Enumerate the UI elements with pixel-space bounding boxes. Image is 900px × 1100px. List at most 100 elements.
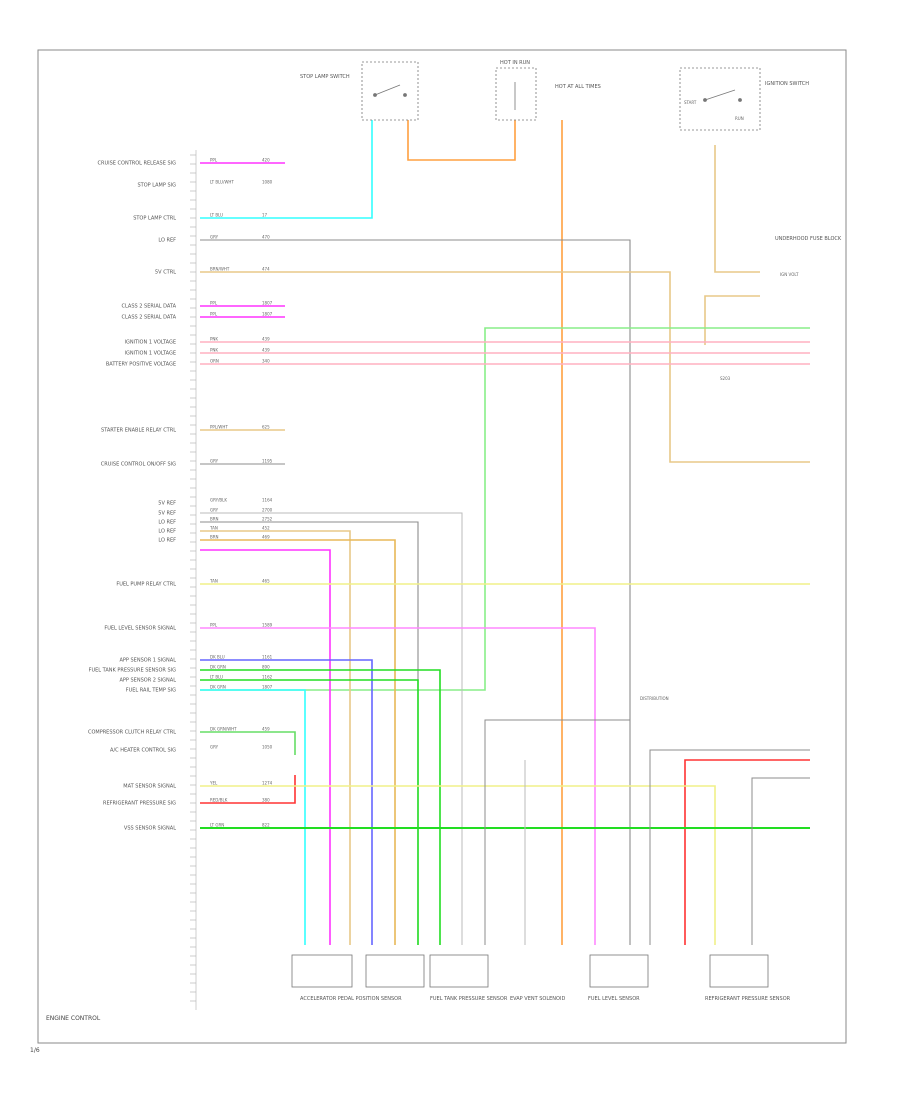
connector-label: CLASS 2 SERIAL DATA — [122, 304, 177, 310]
wire-tan-ign-b — [704, 295, 760, 345]
wire-color-code: BRN/WHT — [210, 267, 230, 272]
wire-color-code: GRY — [210, 235, 219, 240]
wire-color-code: BRN — [210, 517, 219, 522]
start-label: START — [684, 100, 697, 105]
wire-circuit-number: 2752 — [262, 517, 273, 522]
wire-color-code: LT GRN — [210, 823, 224, 828]
wire-color-code: GRY — [210, 459, 219, 464]
wire-red-refrig — [200, 775, 296, 804]
connector-label: VSS SENSOR SIGNAL — [124, 826, 176, 832]
ignition-switch-label: IGNITION SWITCH — [765, 81, 809, 87]
wire-circuit-number: 474 — [262, 267, 270, 272]
wire-cyan-fuel-rail — [200, 689, 306, 945]
connector-label: FUEL PUMP RELAY CTRL — [116, 582, 176, 588]
wire-red-refrig-right — [684, 759, 810, 945]
component-label-app: ACCELERATOR PEDAL POSITION SENSOR — [300, 996, 402, 1002]
wire-circuit-number: 1807 — [262, 685, 273, 690]
wire-color-code: DK GRN — [210, 685, 226, 690]
wire-gray-lo-ref — [200, 239, 631, 945]
wire-yellow-mat — [200, 785, 716, 945]
wire-color-code: PPL — [210, 312, 218, 317]
wire-circuit-number: 465 — [262, 579, 270, 584]
connector-label: STARTER ENABLE RELAY CTRL — [101, 428, 176, 434]
component-label-ftp: FUEL TANK PRESSURE SENSOR — [430, 996, 508, 1002]
wire-color-code: PPL/WHT — [210, 425, 228, 430]
wire-circuit-number: 1807 — [262, 312, 273, 317]
wire-circuit-number: 420 — [262, 158, 270, 163]
hot-at-all-times-label: HOT AT ALL TIMES — [555, 84, 601, 90]
wire-color-code: GRY — [210, 745, 219, 750]
connector-label: REFRIGERANT PRESSURE SIG — [103, 801, 176, 807]
wire-gray-fuel-sensor — [649, 749, 810, 945]
wire-orange-hot-run — [407, 120, 516, 161]
wire-color-code: LT BLU/WHT — [210, 180, 234, 185]
wire-cyan-stop-lamp — [200, 120, 373, 219]
underhood-fuse-label: UNDERHOOD FUSE BLOCK — [775, 236, 842, 242]
wire-gray-evap — [484, 719, 630, 945]
wire-circuit-number: 1080 — [262, 180, 273, 185]
connector-label: 5V REF — [158, 501, 176, 507]
wire-circuit-number: 439 — [262, 348, 270, 353]
wire-circuit-number: 1589 — [262, 623, 273, 628]
connector-label: CRUISE CONTROL ON/OFF SIG — [101, 462, 176, 468]
connector-label: 5V REF — [158, 511, 176, 517]
footer-title: ENGINE CONTROL — [46, 1015, 101, 1022]
connector-label: STOP LAMP CTRL — [133, 216, 176, 222]
wire-color-code: DK GRN — [210, 665, 226, 670]
ftp-sensor-box — [429, 954, 489, 988]
wire-circuit-number: 625 — [262, 425, 270, 430]
wire-color-code: PPL — [210, 158, 218, 163]
wire-violet-loref — [200, 549, 331, 945]
wire-color-code: ORN — [210, 359, 219, 364]
ignition-switch — [679, 67, 761, 131]
connector-label: FUEL RAIL TEMP SIG — [126, 688, 176, 694]
connector-label: STOP LAMP SIG — [137, 183, 176, 189]
wire-circuit-number: 439 — [262, 337, 270, 342]
component-label-refrig: REFRIGERANT PRESSURE SENSOR — [705, 996, 791, 1002]
splice-label: S203 — [720, 376, 731, 381]
wire-color-code: PNK — [210, 348, 218, 353]
connector-label: COMPRESSOR CLUTCH RELAY CTRL — [88, 730, 176, 736]
wire-circuit-number: 822 — [262, 823, 270, 828]
wire-tan-5v — [200, 271, 810, 463]
wire-circuit-number: 890 — [262, 665, 270, 670]
connector-label: FUEL LEVEL SENSOR SIGNAL — [104, 626, 176, 632]
wire-lightgray-5vref — [200, 512, 463, 945]
app-sensor-box-b — [365, 954, 425, 988]
hot-in-run-label: HOT IN RUN — [500, 60, 530, 66]
wire-circuit-number: 452 — [262, 526, 270, 531]
diagram-frame — [37, 49, 847, 1044]
stop-lamp-switch — [361, 61, 419, 121]
wire-gray-5vref-2 — [200, 521, 419, 945]
wire-tan-ign-a — [714, 145, 760, 273]
component-label-evap: EVAP VENT SOLENOID — [510, 996, 565, 1002]
wire-tan-loref — [200, 530, 351, 945]
wire-color-code: PPL — [210, 623, 218, 628]
wire-circuit-number: 1807 — [262, 301, 273, 306]
wire-pink-fuel-level — [200, 627, 596, 945]
wire-circuit-number: 1162 — [262, 675, 273, 680]
wire-green-app2 — [200, 679, 419, 945]
ign-volt-label: IGN VOLT — [780, 272, 799, 277]
wire-color-code: DK GRN/WHT — [210, 727, 237, 732]
wire-runs — [200, 120, 810, 945]
connector-label: LO REF — [158, 538, 176, 544]
wire-circuit-number: 1164 — [262, 498, 273, 503]
wire-color-code: PNK — [210, 337, 218, 342]
wire-color-code: BRN — [210, 535, 219, 540]
stop-lamp-switch-label: STOP LAMP SWITCH — [300, 74, 350, 80]
wire-blue-app1 — [200, 659, 373, 945]
connector-label: MAT SENSOR SIGNAL — [123, 784, 176, 790]
wire-color-code: GRY/BLK — [210, 498, 227, 503]
wire-color-code: LT BLU — [210, 213, 223, 218]
wire-color-code: GRY — [210, 508, 219, 513]
app-sensor-box-a — [291, 954, 353, 988]
connector-label: IGNITION 1 VOLTAGE — [124, 340, 176, 346]
wire-green-compressor — [200, 731, 296, 755]
connector-label: LO REF — [158, 520, 176, 526]
connector-label: A/C HEATER CONTROL SIG — [110, 748, 176, 754]
wire-color-code: RED/BLK — [210, 798, 228, 803]
wire-gold-loref — [200, 539, 396, 945]
